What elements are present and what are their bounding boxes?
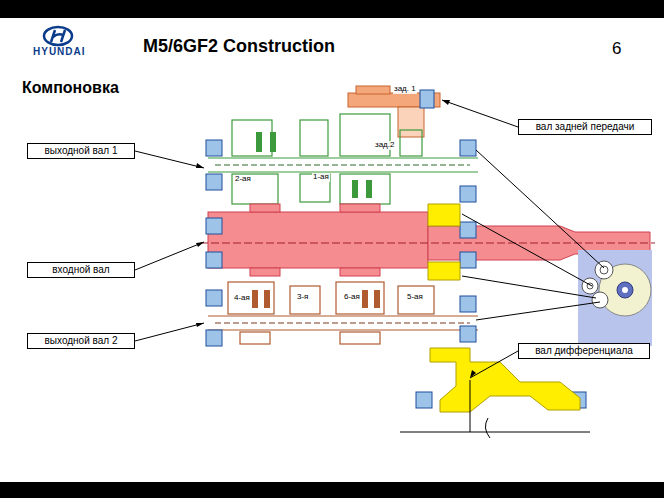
box-text: выходной вал 1 [45, 145, 118, 157]
box-text: вал задней передачи [536, 121, 635, 133]
bearings [206, 140, 586, 408]
callout-box: выходной вал 1 [27, 143, 135, 159]
bottom-bar [0, 482, 664, 498]
gear-label: 2-ая [234, 175, 252, 184]
box-text: входной вал [52, 264, 109, 276]
arrowheads [196, 100, 476, 378]
section-heading: Компоновка [22, 79, 119, 97]
callout-box: выходной вал 2 [27, 333, 135, 349]
callout-box: вал дифференциала [518, 343, 650, 359]
diff-axis [470, 380, 471, 432]
shaft-schematic [578, 250, 652, 346]
logo-text: HYUNDAI [33, 46, 86, 57]
output-shaft-2 [208, 282, 478, 344]
leader-lines [135, 100, 604, 378]
gear-label: 3-я [296, 293, 309, 302]
diff-axis [400, 432, 590, 433]
gear-label: зад. 1 [393, 85, 417, 94]
page-number: 6 [612, 40, 621, 59]
rotation-mark [485, 418, 490, 438]
gear-label: 5-ая [406, 293, 424, 302]
box-text: вал дифференциала [535, 345, 633, 357]
reverse-shaft [348, 86, 440, 137]
gear-label: 1-ая [312, 173, 330, 182]
callout-box: входной вал [27, 262, 135, 278]
gear-label: 4-ая [233, 294, 251, 303]
synchronizer-brown [252, 290, 380, 308]
output-shaft-1 [208, 114, 478, 204]
callout-box: вал задней передачи [518, 119, 652, 135]
synchronizer-green [256, 132, 372, 198]
slide-title: M5/6GF2 Construction [143, 36, 335, 57]
gear-label: 6-ая [343, 293, 361, 302]
top-bar [0, 0, 664, 18]
gear-label: зад.2 [374, 141, 395, 150]
box-text: выходной вал 2 [45, 335, 118, 347]
logo-emblem [44, 27, 72, 45]
